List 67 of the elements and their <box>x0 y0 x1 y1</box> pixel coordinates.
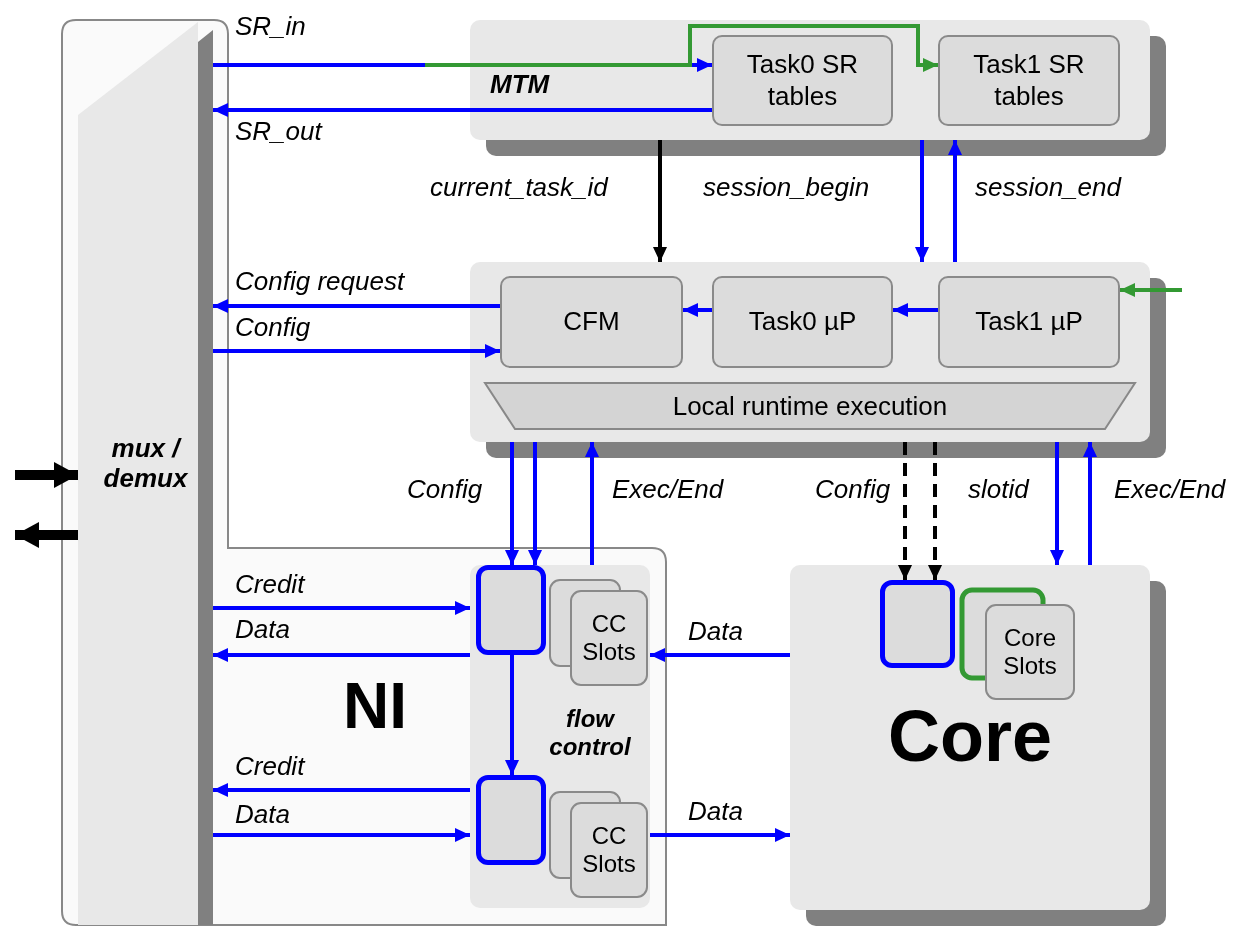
arrow <box>213 648 470 662</box>
block-title: NI <box>342 670 408 744</box>
edge-label: Exec/End <box>1114 475 1226 505</box>
block-title: MTM <box>490 70 551 100</box>
arrow <box>505 442 519 565</box>
process-box: Task0 µP <box>712 276 893 368</box>
edge-label: current_task_id <box>430 173 608 203</box>
runtime-panel <box>470 262 1150 442</box>
arrow <box>1050 442 1064 565</box>
module-panel <box>470 20 1150 140</box>
arrow <box>15 522 78 548</box>
stacked-slots <box>960 588 1075 700</box>
arrow <box>1083 442 1097 565</box>
edge-label: session_begin <box>703 173 870 203</box>
edge-label: Data <box>235 615 290 645</box>
arrow <box>213 299 500 313</box>
arrow <box>928 442 942 580</box>
trapezoid-block: Local runtime execution <box>484 382 1136 430</box>
arrow <box>948 140 962 262</box>
arrow <box>213 601 470 615</box>
arrow <box>528 442 542 565</box>
arrow <box>213 828 470 842</box>
edge-label: Exec/End <box>612 475 724 505</box>
process-box: Task0 SR tables <box>712 35 893 126</box>
arrow <box>650 828 790 842</box>
process-box: Task1 SR tables <box>938 35 1120 126</box>
slots-label: CC Slots <box>581 609 637 667</box>
edge-label: Config <box>815 475 891 505</box>
module-panel <box>790 565 1150 910</box>
edge-label: Credit <box>235 752 305 782</box>
edge-label: Data <box>235 800 290 830</box>
arrow <box>505 655 519 775</box>
arrow <box>213 783 470 797</box>
module-panel <box>470 565 650 908</box>
arrow <box>915 140 929 262</box>
arrow <box>425 24 938 72</box>
stacked-slots <box>548 578 648 686</box>
slot-box <box>476 565 546 655</box>
arrow <box>650 648 790 662</box>
edge-label: Config <box>235 313 311 343</box>
edge-label: Config request <box>235 267 405 297</box>
process-box: CFM <box>500 276 683 368</box>
arrow <box>585 442 599 565</box>
edge-label: SR_out <box>235 117 322 147</box>
arrow <box>653 140 667 262</box>
arrow <box>213 103 712 117</box>
edge-label: Data <box>688 617 743 647</box>
arrow <box>15 462 78 488</box>
edge-label: Credit <box>235 570 305 600</box>
edge-label: Config <box>407 475 483 505</box>
edge-label: slotid <box>968 475 1029 505</box>
arrow <box>1120 283 1182 297</box>
stacked-slots <box>548 790 648 898</box>
arrow <box>683 303 712 317</box>
arrow <box>213 344 500 358</box>
slot-box <box>476 775 546 865</box>
slots-label: Core Slots <box>1002 623 1058 681</box>
slots-label: CC Slots <box>581 821 637 879</box>
block-title: flow control <box>548 705 632 761</box>
block-title: Core <box>886 695 1053 778</box>
arrow <box>898 442 912 580</box>
slot-box <box>880 580 955 668</box>
process-box: Task1 µP <box>938 276 1120 368</box>
edge-label: session_end <box>975 173 1121 203</box>
edge-label: SR_in <box>235 12 306 42</box>
edge-label: Data <box>688 797 743 827</box>
arrow <box>893 303 938 317</box>
